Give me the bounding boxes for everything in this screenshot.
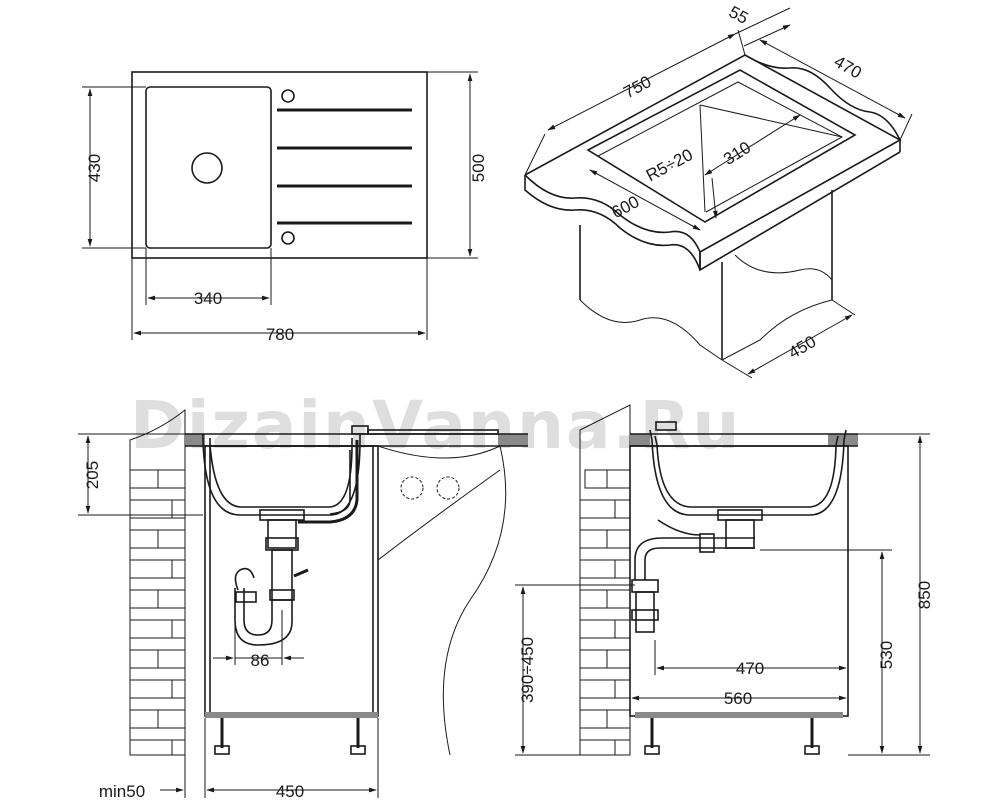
dim-205-label: 205 bbox=[83, 461, 102, 489]
siphon bbox=[234, 509, 309, 646]
dim-min50-label: min50 bbox=[99, 782, 145, 800]
dim-430-label: 430 bbox=[85, 154, 104, 182]
countertop-left bbox=[185, 434, 205, 446]
dim-600-label: 600 bbox=[608, 192, 642, 222]
dim-750-label: 750 bbox=[620, 72, 654, 102]
cabinet-legs bbox=[214, 718, 366, 755]
front-section-view: 205 86 min50 450 bbox=[78, 408, 528, 800]
radius-label: R5÷20 bbox=[643, 145, 696, 185]
drain-pipes-side bbox=[631, 509, 763, 633]
dim-500-label: 500 bbox=[469, 154, 488, 182]
cabinet-legs-side bbox=[644, 718, 820, 755]
dim-340-label: 340 bbox=[194, 289, 222, 308]
sink-bowl-side bbox=[654, 435, 839, 508]
side-section-view: 390÷450 470 560 530 850 bbox=[515, 404, 934, 756]
hole-2 bbox=[436, 476, 460, 500]
dim-450-front-label: 450 bbox=[276, 782, 304, 800]
faucet-hole-bottom bbox=[281, 231, 295, 245]
faucet-hole-top bbox=[281, 89, 295, 103]
dim-86-label: 86 bbox=[251, 651, 270, 670]
drainboard-ribs bbox=[277, 108, 412, 225]
top-view: 430 500 340 780 bbox=[82, 71, 488, 344]
dim-390-450-label: 390÷450 bbox=[518, 637, 537, 703]
dim-780-label: 780 bbox=[266, 325, 294, 344]
countertop-right bbox=[498, 434, 528, 446]
countertop-front-edge bbox=[524, 174, 701, 270]
isometric-view: 750 470 55 310 R5÷20 600 450 bbox=[524, 2, 913, 379]
drain-circle bbox=[191, 152, 223, 184]
dim-470-side-label: 470 bbox=[736, 659, 764, 678]
dim-310-label: 310 bbox=[720, 138, 754, 169]
countertop-back-edge bbox=[744, 54, 901, 152]
dim-55-label: 55 bbox=[726, 2, 752, 28]
dim-530-label: 530 bbox=[877, 641, 896, 669]
hole-1 bbox=[400, 476, 424, 500]
brick-wall-right bbox=[579, 404, 631, 756]
dim-850-label: 850 bbox=[915, 581, 934, 609]
sink-outline bbox=[131, 71, 428, 259]
brick-wall-left bbox=[129, 408, 186, 756]
dim-560-label: 560 bbox=[724, 689, 752, 708]
overflow-pipe bbox=[298, 440, 359, 524]
dim-470-label: 470 bbox=[831, 52, 865, 83]
watermark: DizainVanna.Ru bbox=[130, 387, 741, 464]
bowl-outline bbox=[145, 86, 272, 249]
